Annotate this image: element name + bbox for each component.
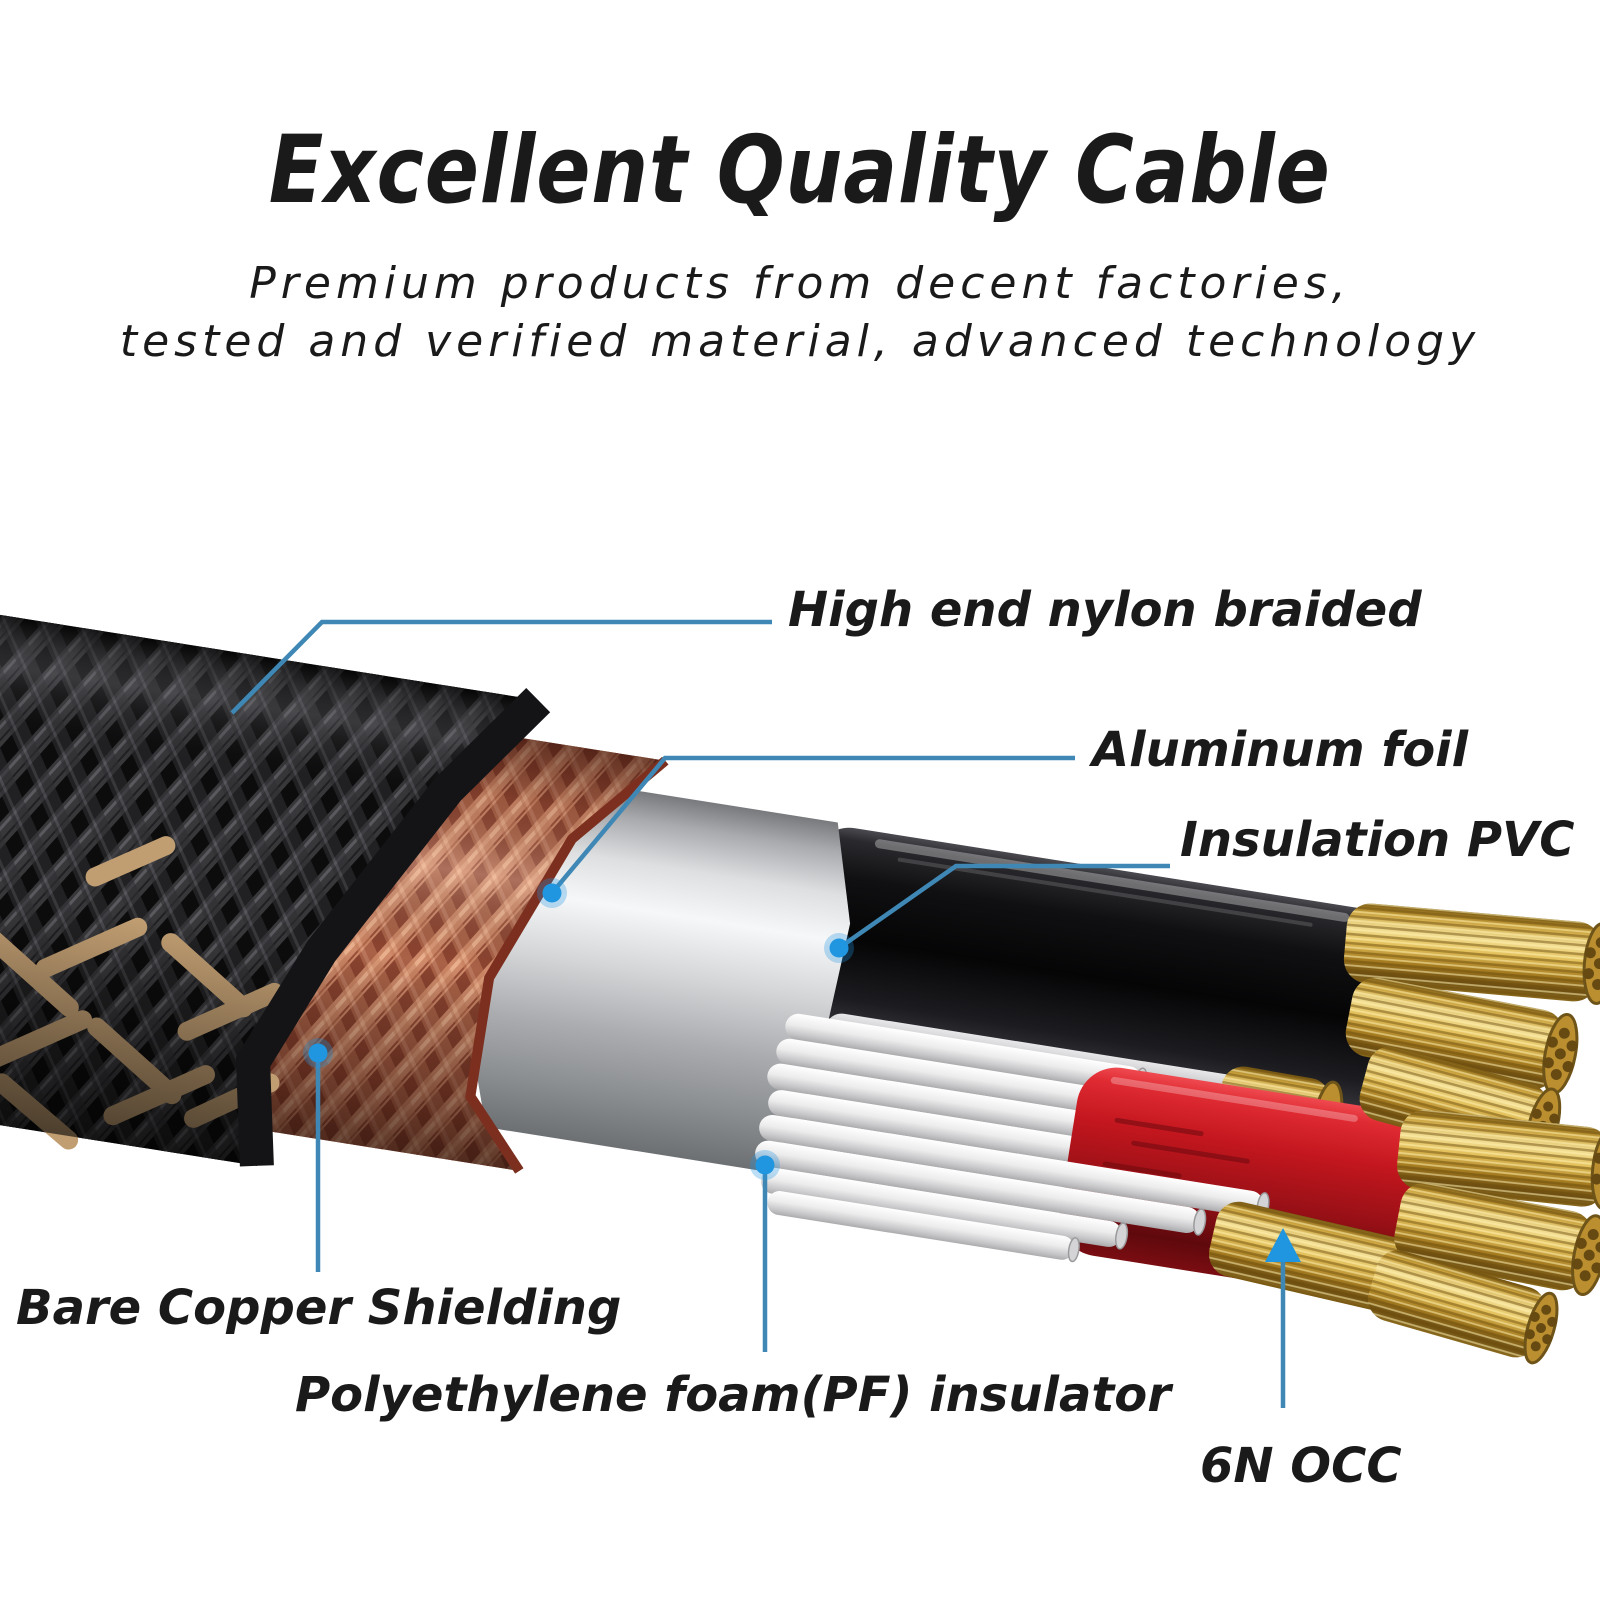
page-title: Excellent Quality Cable — [0, 116, 1600, 225]
callout-dot-aluminum-foil — [537, 878, 567, 908]
callout-lines — [230, 619, 1301, 1408]
nylon-braid-layer — [0, 614, 551, 1167]
label-nylon-braided: High end nylon braided — [788, 582, 1422, 638]
callout-line-nylon-braided — [230, 619, 772, 715]
cable-body — [0, 614, 1600, 1365]
label-foam-insulator: Polyethylene foam(PF) insulator — [295, 1367, 1171, 1423]
label-aluminum-foil: Aluminum foil — [1092, 722, 1469, 778]
label-copper-shielding: Bare Copper Shielding — [16, 1280, 622, 1336]
foam-strands-front — [755, 1114, 1270, 1263]
callout-dot-copper-shielding — [303, 1038, 333, 1068]
label-insulation-pvc: Insulation PVC — [1180, 812, 1575, 868]
callout-arrow-occ-icon — [1265, 1228, 1301, 1262]
callout-line-insulation-pvc — [837, 863, 1170, 950]
callout-dot-insulation-pvc — [824, 933, 854, 963]
subtitle-line-1: Premium products from decent factories, — [249, 258, 1351, 309]
subtitle-line-2: tested and verified material, advanced t… — [119, 316, 1481, 367]
label-occ-conductor: 6N OCC — [1200, 1438, 1402, 1494]
copper-shield-layer — [213, 726, 669, 1174]
callout-dot-foam-insulator — [750, 1150, 780, 1180]
page-title-text: Excellent Quality Cable — [269, 116, 1331, 225]
callout-line-aluminum-foil — [550, 755, 1075, 895]
occ-conductor-bundles — [1208, 903, 1600, 1365]
